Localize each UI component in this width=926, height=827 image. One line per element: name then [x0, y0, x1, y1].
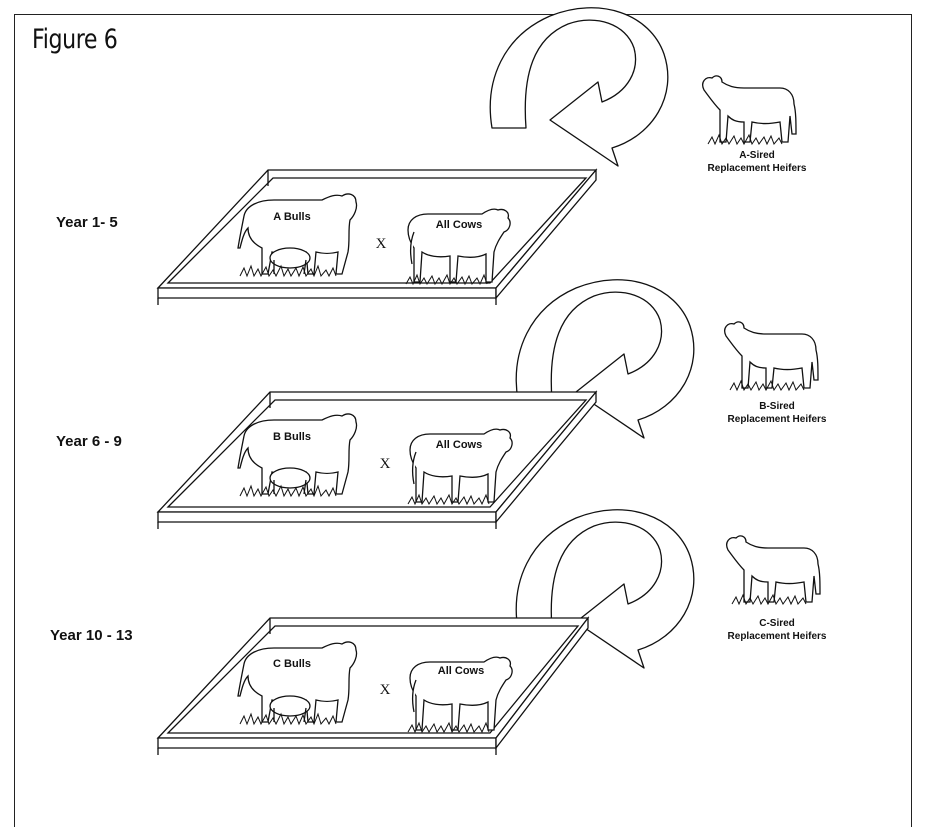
heifer-label-line2: Replacement Heifers: [708, 163, 807, 174]
stage-year-label: Year 10 - 13: [50, 627, 133, 644]
heifer-label-line2: Replacement Heifers: [728, 414, 827, 425]
heifer-icon: [726, 535, 821, 605]
heifer-label-line1: A-Sired: [739, 150, 775, 161]
stage-1: Year 1- 5 A Bulls X All Cows A-Sired Rep…: [56, 7, 807, 305]
cross-symbol: X: [380, 456, 391, 472]
cows-label: All Cows: [436, 439, 482, 451]
heifer-icon: [702, 75, 797, 145]
stage-year-label: Year 6 - 9: [56, 433, 122, 450]
bulls-label: A Bulls: [273, 211, 311, 223]
heifer-label-line1: B-Sired: [759, 401, 795, 412]
figure-title: Figure 6: [32, 24, 118, 55]
cows-label: All Cows: [438, 665, 484, 677]
cows-label: All Cows: [436, 219, 482, 231]
pasture-pen: [156, 390, 598, 529]
curved-arrow-icon: [489, 7, 669, 167]
cross-symbol: X: [380, 682, 391, 698]
heifer-label-line1: C-Sired: [759, 618, 795, 629]
stage-2: Year 6 - 9 B Bulls X All Cows B-Sired Re…: [56, 279, 827, 529]
bulls-label: C Bulls: [273, 658, 311, 670]
stage-year-label: Year 1- 5: [56, 214, 118, 231]
cross-symbol: X: [376, 236, 387, 252]
bulls-label: B Bulls: [273, 431, 311, 443]
pasture-pen: [156, 616, 590, 755]
heifer-label-line2: Replacement Heifers: [728, 631, 827, 642]
heifer-icon: [724, 321, 819, 391]
stage-3: Year 10 - 13 C Bulls X All Cows C-Sired …: [50, 509, 827, 755]
